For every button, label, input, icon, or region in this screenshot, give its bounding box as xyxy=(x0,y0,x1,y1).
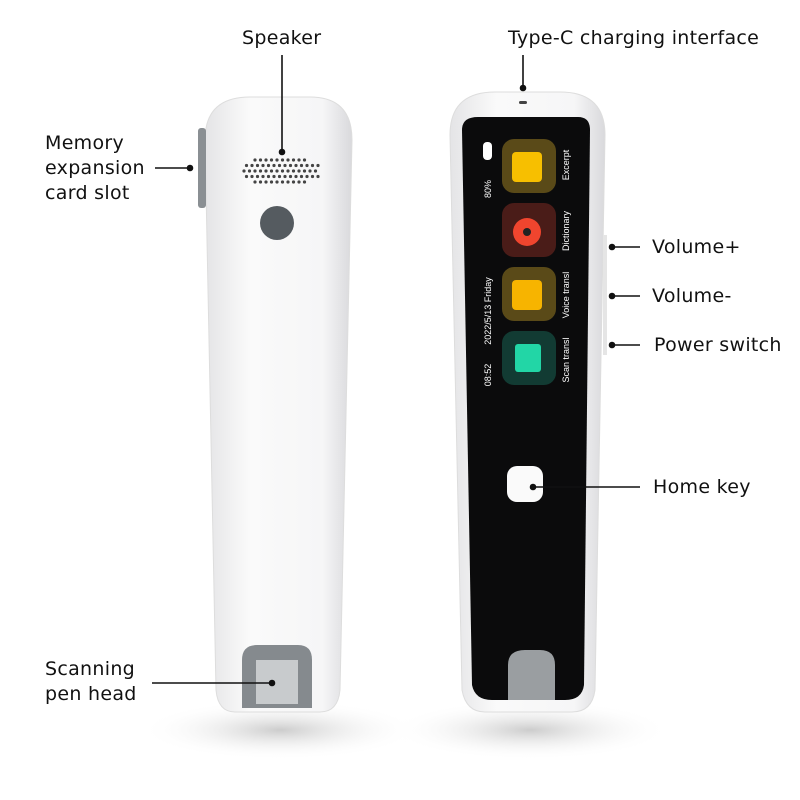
screen-time: 08:52 xyxy=(483,363,493,387)
label-line: pen head xyxy=(45,683,137,705)
label-line: Scanning xyxy=(45,658,136,680)
label-volume-up: Volume+ xyxy=(652,236,741,258)
battery-icon xyxy=(483,142,492,160)
label-speaker: Speaker xyxy=(242,27,322,49)
screen-date: 2022/5/13 Friday xyxy=(483,277,493,345)
label-memory-slot: Memory expansion card slot xyxy=(45,131,145,206)
scan-translate-icon xyxy=(515,344,541,372)
excerpt-icon xyxy=(512,152,542,182)
scanning-head-front xyxy=(508,650,555,700)
shadow xyxy=(390,700,670,760)
label-home-key: Home key xyxy=(653,476,751,498)
camera-lens xyxy=(260,206,294,240)
leader-lines xyxy=(152,55,640,687)
screen xyxy=(462,117,590,700)
memory-card-slot xyxy=(198,128,206,208)
speaker-grille: (function(){var g=document.currentScript… xyxy=(242,158,320,184)
label-line: Memory xyxy=(45,132,125,154)
label-scanning-head: Scanning pen head xyxy=(45,657,137,707)
pen-front-view xyxy=(449,91,607,713)
label-type-c: Type-C charging interface xyxy=(508,27,760,49)
battery-percent: 80% xyxy=(483,180,493,199)
label-line: card slot xyxy=(45,182,130,204)
type-c-port xyxy=(519,101,527,104)
app-excerpt[interactable]: Excerpt xyxy=(561,149,571,181)
app-scan-translate[interactable]: Scan transl xyxy=(561,337,571,383)
home-key[interactable] xyxy=(507,466,543,502)
pen-back-view: (function(){var g=document.currentScript… xyxy=(198,96,353,713)
label-line: expansion xyxy=(45,157,145,179)
voice-translate-icon xyxy=(512,280,542,310)
shadow xyxy=(140,700,420,760)
label-volume-down: Volume- xyxy=(652,285,732,307)
label-power-switch: Power switch xyxy=(654,334,782,356)
